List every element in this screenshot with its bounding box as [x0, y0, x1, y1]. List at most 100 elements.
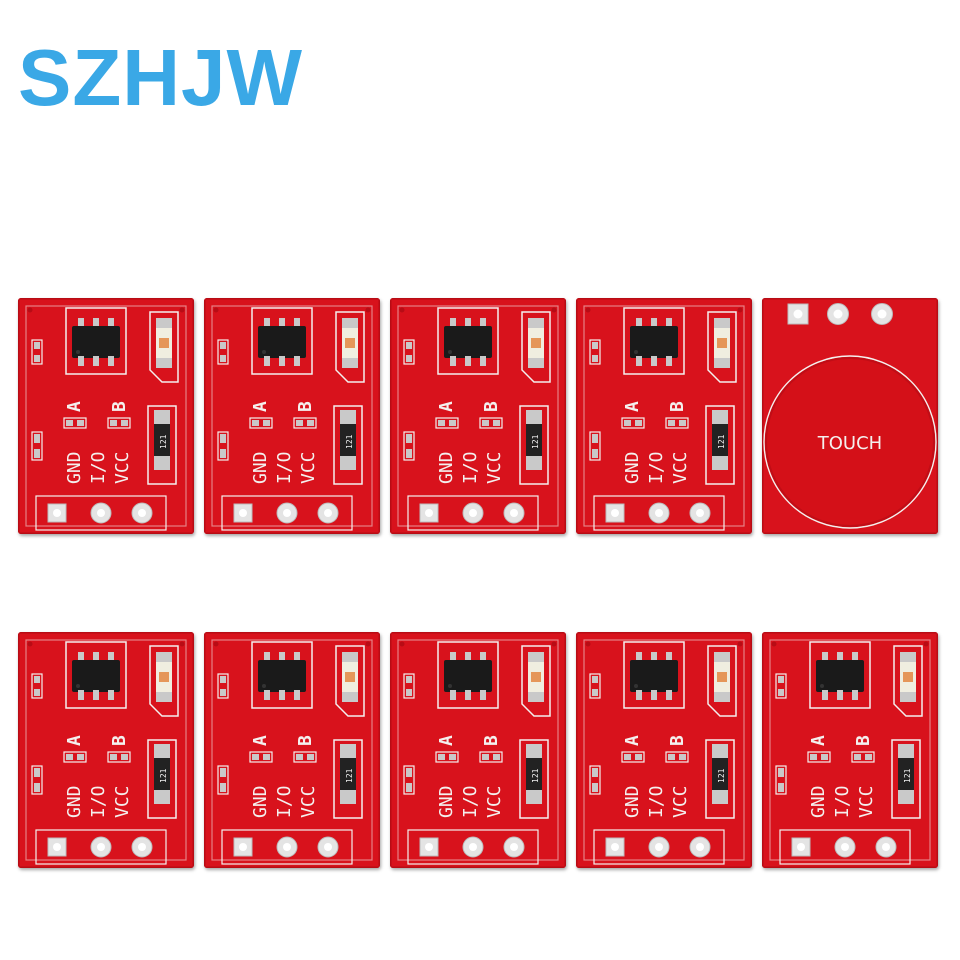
ic-chip [251, 307, 313, 375]
io-label: I/O [646, 451, 667, 484]
resistor: 121 [333, 405, 363, 485]
gnd-label: GND [436, 785, 457, 818]
gnd-label: GND [436, 451, 457, 484]
led [149, 311, 179, 383]
pcb-front-svg: A B 121 GND I/O VCC [390, 298, 566, 534]
resistor: 121 [891, 739, 921, 819]
io-label: I/O [646, 785, 667, 818]
gnd-label: GND [808, 785, 829, 818]
vcc-label: VCC [112, 785, 133, 818]
jumper-a-label: A [808, 735, 829, 746]
io-label: I/O [460, 785, 481, 818]
led [521, 645, 551, 717]
led [707, 311, 737, 383]
led [707, 645, 737, 717]
touch-sensor-board-front: A B 121 GND I/O VCC [390, 298, 566, 534]
ic-chip [809, 641, 871, 709]
gnd-label: GND [250, 451, 271, 484]
resistor: 121 [519, 739, 549, 819]
jumper-b-label: B [295, 735, 316, 746]
jumper-a-label: A [436, 401, 457, 412]
jumper-a-label: A [622, 401, 643, 412]
led [335, 645, 365, 717]
vcc-label: VCC [484, 785, 505, 818]
resistor: 121 [333, 739, 363, 819]
jumper-a-label: A [436, 735, 457, 746]
jumper-b-label: B [109, 735, 130, 746]
brand-logo-text: SZHJW [18, 33, 303, 122]
touch-sensor-board-front: A B 121 GND I/O VCC [204, 632, 380, 868]
vcc-label: VCC [856, 785, 877, 818]
ic-chip [437, 307, 499, 375]
io-label: I/O [274, 451, 295, 484]
io-label: I/O [88, 785, 109, 818]
resistor-code: 121 [531, 768, 540, 783]
pcb-front-svg: A B 121 GND I/O VCC [576, 298, 752, 534]
jumper-b-label: B [853, 735, 874, 746]
touch-sensor-board-front: A B 121 GND I/O VCC [390, 632, 566, 868]
resistor-code: 121 [159, 434, 168, 449]
jumper-a-label: A [250, 401, 271, 412]
pcb-front-svg: A B 121 GND I/O VCC [390, 632, 566, 868]
vcc-label: VCC [298, 451, 319, 484]
ic-chip [623, 641, 685, 709]
io-label: I/O [274, 785, 295, 818]
io-label: I/O [88, 451, 109, 484]
gnd-label: GND [622, 785, 643, 818]
header-pins [407, 495, 539, 531]
header-pins [35, 495, 167, 531]
pcb-front-svg: A B 121 GND I/O VCC [204, 632, 380, 868]
resistor: 121 [147, 405, 177, 485]
resistor-code: 121 [717, 434, 726, 449]
gnd-label: GND [64, 451, 85, 484]
touch-sensor-board-front: A B 121 GND I/O VCC [18, 298, 194, 534]
pcb-front-svg: A B 121 GND I/O VCC [762, 632, 938, 868]
resistor-code: 121 [717, 768, 726, 783]
header-pins [221, 829, 353, 865]
gnd-label: GND [64, 785, 85, 818]
pcb-back-svg: TOUCH [762, 298, 938, 534]
pcb-front-svg: A B 121 GND I/O VCC [18, 298, 194, 534]
io-label: I/O [832, 785, 853, 818]
jumper-b-label: B [481, 735, 502, 746]
resistor: 121 [519, 405, 549, 485]
jumper-a-label: A [622, 735, 643, 746]
header-pins [35, 829, 167, 865]
led [149, 645, 179, 717]
pcb-front-svg: A B 121 GND I/O VCC [18, 632, 194, 868]
header-pins [221, 495, 353, 531]
header-pins [593, 829, 725, 865]
vcc-label: VCC [670, 785, 691, 818]
touch-sensor-board-front: A B 121 GND I/O VCC [576, 632, 752, 868]
resistor-code: 121 [531, 434, 540, 449]
touch-sensor-board-front: A B 121 GND I/O VCC [762, 632, 938, 868]
vcc-label: VCC [484, 451, 505, 484]
jumper-b-label: B [295, 401, 316, 412]
ic-chip [437, 641, 499, 709]
resistor-code: 121 [345, 434, 354, 449]
jumper-a-label: A [64, 735, 85, 746]
io-label: I/O [460, 451, 481, 484]
resistor: 121 [147, 739, 177, 819]
jumper-a-label: A [250, 735, 271, 746]
ic-chip [65, 307, 127, 375]
resistor: 121 [705, 405, 735, 485]
pcb-front-svg: A B 121 GND I/O VCC [204, 298, 380, 534]
gnd-label: GND [250, 785, 271, 818]
touch-sensor-board-front: A B 121 GND I/O VCC [576, 298, 752, 534]
ic-chip [623, 307, 685, 375]
jumper-a-label: A [64, 401, 85, 412]
header-pins [593, 495, 725, 531]
ic-chip [65, 641, 127, 709]
vcc-label: VCC [670, 451, 691, 484]
led [893, 645, 923, 717]
gnd-label: GND [622, 451, 643, 484]
pcb-front-svg: A B 121 GND I/O VCC [576, 632, 752, 868]
touch-sensor-board-front: A B 121 GND I/O VCC [18, 632, 194, 868]
touch-pad-label: TOUCH [817, 433, 882, 454]
vcc-label: VCC [298, 785, 319, 818]
jumper-b-label: B [667, 401, 688, 412]
header-pins [779, 829, 911, 865]
resistor-code: 121 [345, 768, 354, 783]
jumper-b-label: B [109, 401, 130, 412]
